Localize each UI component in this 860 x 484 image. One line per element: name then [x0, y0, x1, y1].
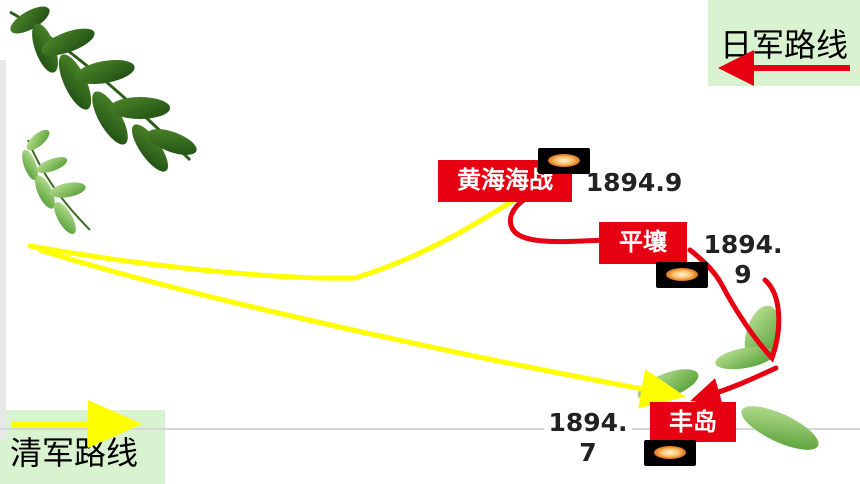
leaf-icon [9, 6, 197, 172]
place-fengdao: 丰岛 [650, 402, 736, 442]
leaf-icon [22, 129, 91, 234]
japan-route-to-fengdao [690, 365, 779, 407]
japan-route-pyongyang-loop [687, 247, 782, 363]
date-pyongyang: 1894. 9 [703, 230, 783, 289]
ground-line [0, 428, 860, 430]
explosion-icon [644, 440, 696, 466]
explosion-icon [538, 148, 590, 174]
left-edge [0, 60, 6, 440]
qing-route-to-fengdao [37, 247, 686, 409]
qing-route-to-yellow-sea [27, 192, 525, 281]
explosion-icon [656, 262, 708, 288]
date-fengdao: 1894. 7 [544, 408, 632, 468]
place-yellow-sea: 黄海海战 [438, 160, 572, 202]
japan-route-to-yellow-sea [508, 192, 609, 245]
place-pyongyang: 平壤 [599, 222, 687, 264]
date-yellow-sea: 1894.9 [585, 168, 683, 197]
